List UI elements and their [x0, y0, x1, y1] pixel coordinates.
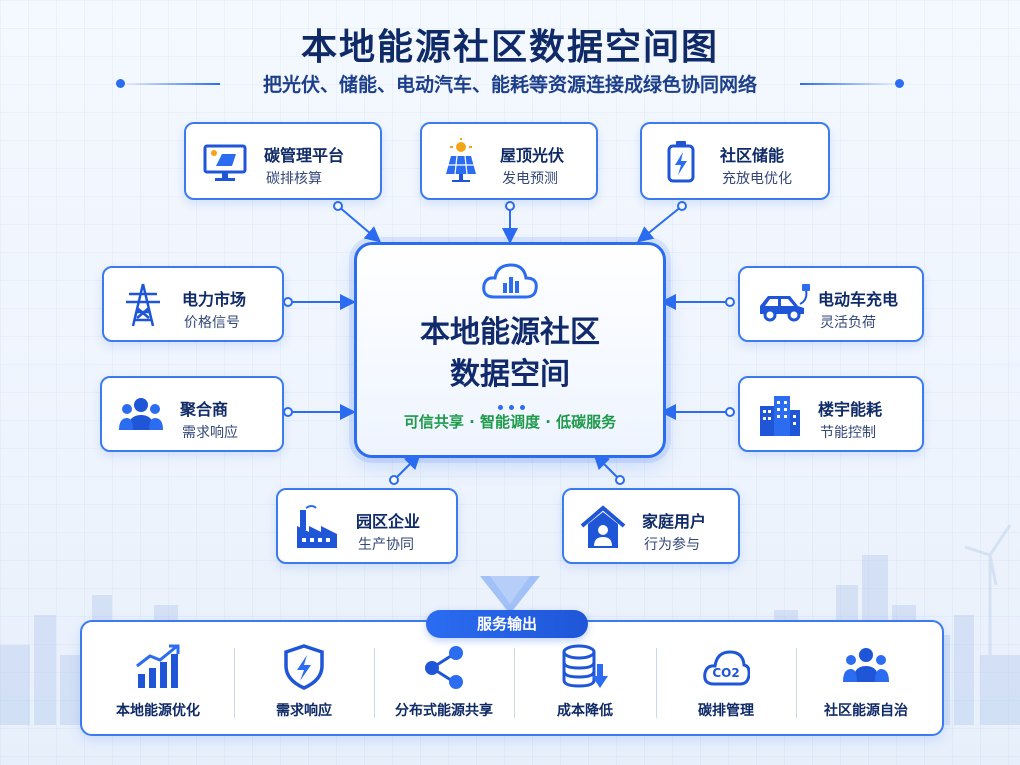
service-label: 社区能源自治: [824, 703, 908, 719]
node-household: 家庭用户 行为参与: [562, 488, 740, 564]
service-item-carbon-management: CO2 碳排管理: [656, 640, 796, 730]
community-icon: [843, 648, 889, 682]
factory-icon: [297, 505, 337, 548]
divider: [656, 648, 657, 718]
service-label: 本地能源优化: [116, 703, 200, 719]
subtitle-right-dot: [895, 79, 904, 88]
node-building: 楼宇能耗 节能控制: [738, 376, 924, 452]
service-item-cost-reduction: 成本降低: [515, 640, 655, 730]
service-item-local-optimization: 本地能源优化: [88, 640, 228, 730]
service-item-demand-response: 需求响应: [234, 640, 374, 730]
service-label: 成本降低: [557, 703, 613, 719]
hub-dots: [495, 395, 528, 414]
divider: [796, 648, 797, 718]
node-aggregator: 聚合商 需求响应: [100, 376, 284, 452]
node-title: 社区储能: [720, 146, 785, 165]
node-title: 家庭用户: [642, 512, 707, 531]
node-subtitle: 行为参与: [644, 537, 700, 553]
subtitle-right-line: [800, 83, 900, 85]
node-subtitle: 需求响应: [182, 425, 238, 441]
ev-car-icon: [760, 284, 810, 322]
subtitle-left-line: [120, 83, 220, 85]
hub-title-line1: 本地能源社区: [420, 315, 600, 350]
node-subtitle: 生产协同: [358, 537, 414, 553]
service-label: 分布式能源共享: [395, 703, 493, 719]
node-title: 聚合商: [180, 400, 229, 419]
node-storage: 社区储能 充放电优化: [640, 122, 830, 200]
node-ev-charging: 电动车充电 灵活负荷: [738, 266, 924, 342]
co2-text: CO2: [712, 666, 739, 680]
cloud-chart-icon: [482, 263, 538, 299]
monitor-solar-icon: [203, 144, 247, 181]
power-tower-icon: [126, 283, 160, 327]
down-arrow-icon: [480, 576, 540, 614]
co2-cloud-icon: CO2: [703, 650, 750, 686]
node-title: 碳管理平台: [264, 146, 345, 165]
hub-slogan: 可信共享 · 智能调度 · 低碳服务: [403, 413, 617, 431]
battery-icon: [667, 141, 695, 183]
node-title: 园区企业: [356, 512, 421, 531]
node-subtitle: 价格信号: [184, 315, 240, 331]
building-icon: [760, 396, 800, 436]
node-rooftop-pv: 屋顶光伏 发电预测: [420, 122, 598, 200]
service-output-tag: 服务输出: [426, 610, 588, 638]
node-title: 电力市场: [182, 290, 247, 309]
service-item-distributed-sharing: 分布式能源共享: [374, 640, 514, 730]
service-item-community-autonomy: 社区能源自治: [796, 640, 936, 730]
node-title: 电动车充电: [818, 290, 899, 309]
service-label: 需求响应: [276, 703, 332, 719]
hub-title-line2: 数据空间: [450, 357, 570, 392]
people-icon: [119, 398, 163, 430]
divider: [514, 648, 515, 718]
house-icon: [580, 505, 626, 548]
node-subtitle: 发电预测: [502, 171, 558, 187]
central-hub: 本地能源社区 数据空间 可信共享 · 智能调度 · 低碳服务: [354, 242, 666, 458]
database-down-icon: [562, 644, 608, 688]
node-industrial-park: 园区企业 生产协同: [276, 488, 458, 564]
node-power-market: 电力市场 价格信号: [102, 266, 284, 342]
subtitle-row: 把光伏、储能、电动汽车、能耗等资源连接成绿色协同网络: [116, 70, 904, 98]
solar-panel-icon: [446, 138, 476, 182]
service-label: 碳排管理: [698, 703, 754, 719]
bar-chart-up-icon: [136, 644, 180, 688]
node-subtitle: 充放电优化: [722, 171, 792, 187]
divider: [234, 648, 235, 718]
share-icon: [425, 646, 463, 689]
node-subtitle: 灵活负荷: [820, 315, 876, 331]
shield-bolt-icon: [284, 644, 324, 690]
page-title: 本地能源社区数据空间图: [300, 27, 719, 68]
node-carbon-platform: 碳管理平台 碳排核算: [184, 122, 382, 200]
node-subtitle: 节能控制: [820, 425, 876, 441]
divider: [374, 648, 375, 718]
node-subtitle: 碳排核算: [266, 171, 322, 187]
node-title: 楼宇能耗: [818, 400, 883, 419]
page-subtitle: 把光伏、储能、电动汽车、能耗等资源连接成绿色协同网络: [262, 74, 757, 96]
node-title: 屋顶光伏: [500, 146, 565, 165]
